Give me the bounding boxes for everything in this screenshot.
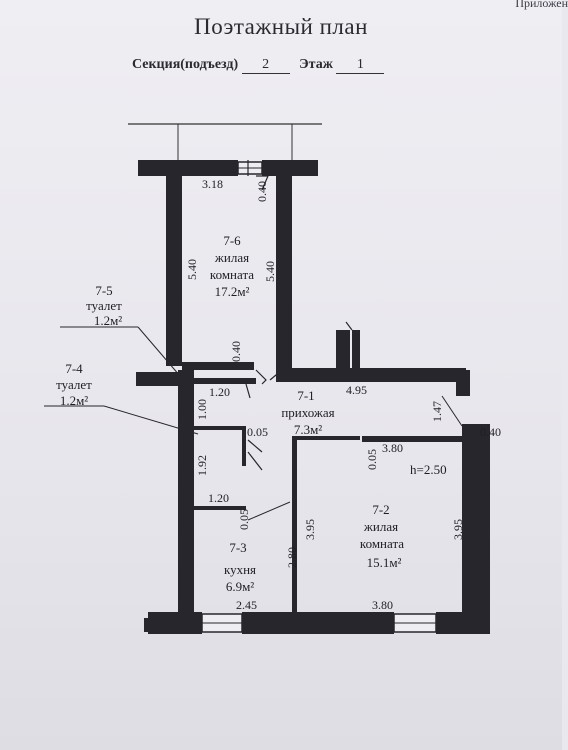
svg-text:0.05: 0.05 [237,509,251,530]
svg-text:5.40: 5.40 [263,261,277,282]
svg-text:6.9м²: 6.9м² [226,579,254,594]
svg-text:1.20: 1.20 [209,385,230,399]
svg-text:жилая: жилая [363,519,398,534]
svg-text:7-3: 7-3 [229,540,246,555]
svg-text:17.2м²: 17.2м² [215,284,250,299]
svg-text:3.95: 3.95 [303,519,317,540]
room-7-6-label: 7-6 жилая комната 17.2м² [210,233,254,299]
svg-text:7.3м²: 7.3м² [294,422,322,437]
section-value: 2 [241,57,290,74]
svg-text:2.80: 2.80 [285,547,299,568]
svg-text:3.80: 3.80 [372,598,393,612]
svg-text:7-2: 7-2 [372,502,389,517]
svg-text:1.92: 1.92 [195,455,209,476]
svg-text:1.2м²: 1.2м² [94,313,122,328]
room-7-4-label: 7-4 туалет 1.2м² [56,361,92,408]
svg-text:7-5: 7-5 [95,283,112,298]
svg-text:3.80: 3.80 [382,441,403,455]
svg-text:прихожая: прихожая [281,405,334,420]
room-7-2-label: 7-2 жилая комната 15.1м² [360,502,404,570]
svg-text:7-6: 7-6 [223,233,241,248]
page-title: Поэтажный план [194,14,368,39]
svg-text:3.18: 3.18 [202,177,223,191]
svg-text:0.40: 0.40 [480,425,501,439]
svg-text:1.00: 1.00 [195,399,209,420]
svg-text:0.05: 0.05 [365,449,379,470]
svg-text:туалет: туалет [86,298,122,313]
svg-text:15.1м²: 15.1м² [367,555,402,570]
room-7-1-label: 7-1 прихожая 7.3м² [281,388,334,437]
ceiling-height: h=2.50 [410,462,447,477]
floor-value: 1 [336,57,385,74]
svg-text:0.40: 0.40 [229,341,243,362]
svg-text:1.47: 1.47 [430,401,444,422]
svg-text:7-4: 7-4 [65,361,83,376]
svg-text:0.40: 0.40 [255,181,269,202]
svg-text:комната: комната [360,536,404,551]
svg-text:жилая: жилая [214,250,249,265]
svg-text:1.2м²: 1.2м² [60,393,88,408]
svg-text:4.95: 4.95 [346,383,367,397]
svg-text:комната: комната [210,267,254,282]
dimension-labels: 3.18 0.40 5.40 5.40 0.40 1.20 1.00 0.05 … [185,177,501,612]
svg-text:туалет: туалет [56,377,92,392]
door-swings [245,175,353,471]
svg-text:5.40: 5.40 [185,259,199,280]
svg-text:1.20: 1.20 [208,491,229,505]
section-floor-line: Секция(подъезд) 2 Этаж 1 [132,57,390,74]
leader-lines [44,326,463,521]
section-label: Секция(подъезд) [132,57,239,72]
svg-text:2.45: 2.45 [236,598,257,612]
svg-text:кухня: кухня [224,562,256,577]
room-7-5-label: 7-5 туалет 1.2м² [86,283,122,328]
attachment-note: Приложен [515,0,568,10]
svg-text:7-1: 7-1 [297,388,314,403]
floor-label: Этаж [299,57,333,72]
svg-text:3.95: 3.95 [451,519,465,540]
room-7-3-label: 7-3 кухня 6.9м² [224,540,256,594]
walls [136,160,490,634]
svg-text:0.05: 0.05 [247,425,268,439]
